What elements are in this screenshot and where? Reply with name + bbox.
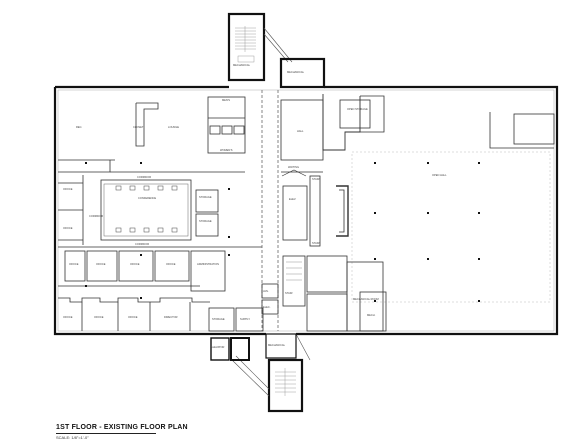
svg-text:LOUNGE: LOUNGE	[168, 125, 179, 129]
svg-text:ELEC.: ELEC.	[263, 305, 271, 309]
structural-columns	[85, 162, 480, 302]
svg-text:OFFICE: OFFICE	[130, 262, 140, 266]
svg-text:OFFICE: OFFICE	[94, 315, 104, 319]
svg-text:ELEV.: ELEV.	[289, 197, 296, 201]
svg-text:STORAGE: STORAGE	[199, 219, 212, 223]
svg-text:OFFICE: OFFICE	[96, 262, 106, 266]
svg-text:ADMINISTRATION: ADMINISTRATION	[197, 262, 219, 266]
svg-text:HALL: HALL	[297, 129, 304, 133]
svg-text:OPEN HALL: OPEN HALL	[432, 173, 447, 177]
svg-text:OFFICE: OFFICE	[166, 262, 176, 266]
svg-text:OFFICE: OFFICE	[128, 315, 138, 319]
title-underline	[56, 433, 156, 434]
svg-text:CORRIDOR: CORRIDOR	[89, 214, 103, 218]
svg-text:JAN.: JAN.	[263, 289, 269, 293]
north-stair-tower	[227, 12, 293, 82]
svg-text:OFFICE: OFFICE	[63, 226, 73, 230]
svg-text:STAIR: STAIR	[312, 177, 320, 181]
svg-text:MECHANICAL: MECHANICAL	[268, 343, 286, 347]
central-core	[261, 90, 555, 332]
svg-text:OFFICE: OFFICE	[69, 262, 79, 266]
svg-text:WOMEN'S: WOMEN'S	[220, 148, 233, 152]
drawing-title: 1ST FLOOR - EXISTING FLOOR PLAN	[56, 424, 188, 431]
svg-text:MECHANICAL: MECHANICAL	[287, 70, 305, 74]
svg-text:CLOSET: CLOSET	[133, 125, 144, 129]
svg-text:ELEVATOR: ELEVATOR	[211, 345, 225, 349]
svg-text:SUPPLY: SUPPLY	[240, 317, 250, 321]
svg-text:REC.: REC.	[76, 125, 82, 129]
svg-text:CORRIDOR: CORRIDOR	[135, 242, 149, 246]
svg-text:STORAGE: STORAGE	[199, 195, 212, 199]
mechanical-room-north	[279, 57, 326, 89]
drawing-scale: SCALE: 1/8"=1'-0"	[56, 435, 89, 440]
svg-text:MECH.: MECH.	[367, 313, 376, 317]
svg-text:MECHANICAL: MECHANICAL	[233, 63, 251, 67]
room-labels: REC. CLOSET LOUNGE MEN'S WOMEN'S CORRIDO…	[63, 63, 447, 349]
south-stair-tower	[210, 333, 311, 413]
svg-text:STORAGE: STORAGE	[212, 317, 225, 321]
svg-text:STAIR: STAIR	[285, 291, 293, 295]
svg-text:MECHANICAL ROOM: MECHANICAL ROOM	[353, 297, 379, 301]
svg-text:WAITING: WAITING	[288, 165, 299, 169]
svg-text:CORRIDOR: CORRIDOR	[137, 175, 151, 179]
svg-text:OPEN STORAGE: OPEN STORAGE	[347, 107, 368, 111]
svg-text:CONFERENCE: CONFERENCE	[138, 196, 156, 200]
svg-text:DIRECTOR: DIRECTOR	[164, 315, 178, 319]
left-wing-partitions	[58, 96, 264, 332]
svg-text:OFFICE: OFFICE	[63, 315, 73, 319]
title-block: 1ST FLOOR - EXISTING FLOOR PLAN SCALE: 1…	[56, 424, 188, 440]
svg-text:STAIR: STAIR	[312, 241, 320, 245]
svg-text:OFFICE: OFFICE	[63, 187, 73, 191]
exterior-walls	[53, 85, 559, 336]
svg-text:MEN'S: MEN'S	[222, 98, 230, 102]
